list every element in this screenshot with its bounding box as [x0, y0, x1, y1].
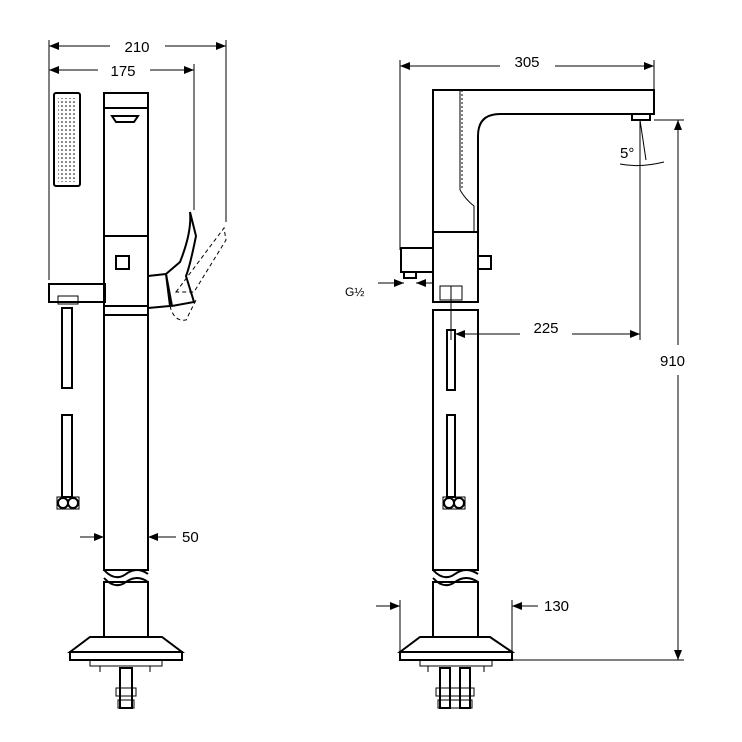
- side-lever: [147, 211, 227, 321]
- dim-label-225: 225: [533, 320, 558, 337]
- hand-shower: [48, 92, 106, 510]
- dim-label-5-degrees: 5°: [620, 145, 634, 162]
- dim-50: 50: [80, 529, 199, 546]
- dim-910: 910: [512, 119, 685, 661]
- dim-130: 130: [376, 598, 569, 652]
- dim-175: 175: [49, 63, 195, 210]
- dim-label-305: 305: [514, 54, 539, 71]
- dim-label-130: 130: [544, 598, 569, 615]
- dim-label-175: 175: [110, 63, 135, 80]
- dim-225: 225: [455, 120, 641, 340]
- dim-label-50: 50: [182, 529, 199, 546]
- front-column: [432, 309, 479, 638]
- dim-label-210: 210: [124, 39, 149, 56]
- dim-label-g-half: G½: [345, 285, 364, 299]
- dim-210: 210: [48, 39, 227, 280]
- dim-label-910: 910: [660, 353, 685, 370]
- side-column: [103, 92, 149, 638]
- front-base: [397, 636, 516, 709]
- dim-5-degrees: 5°: [619, 145, 665, 167]
- side-base: [67, 636, 185, 709]
- side-view: 210 175 50: [48, 39, 227, 709]
- front-body: [400, 231, 492, 340]
- dim-305: 305: [399, 54, 655, 250]
- dim-g-half: G½: [345, 279, 432, 299]
- front-view: 305 5° G½ 225: [345, 54, 685, 709]
